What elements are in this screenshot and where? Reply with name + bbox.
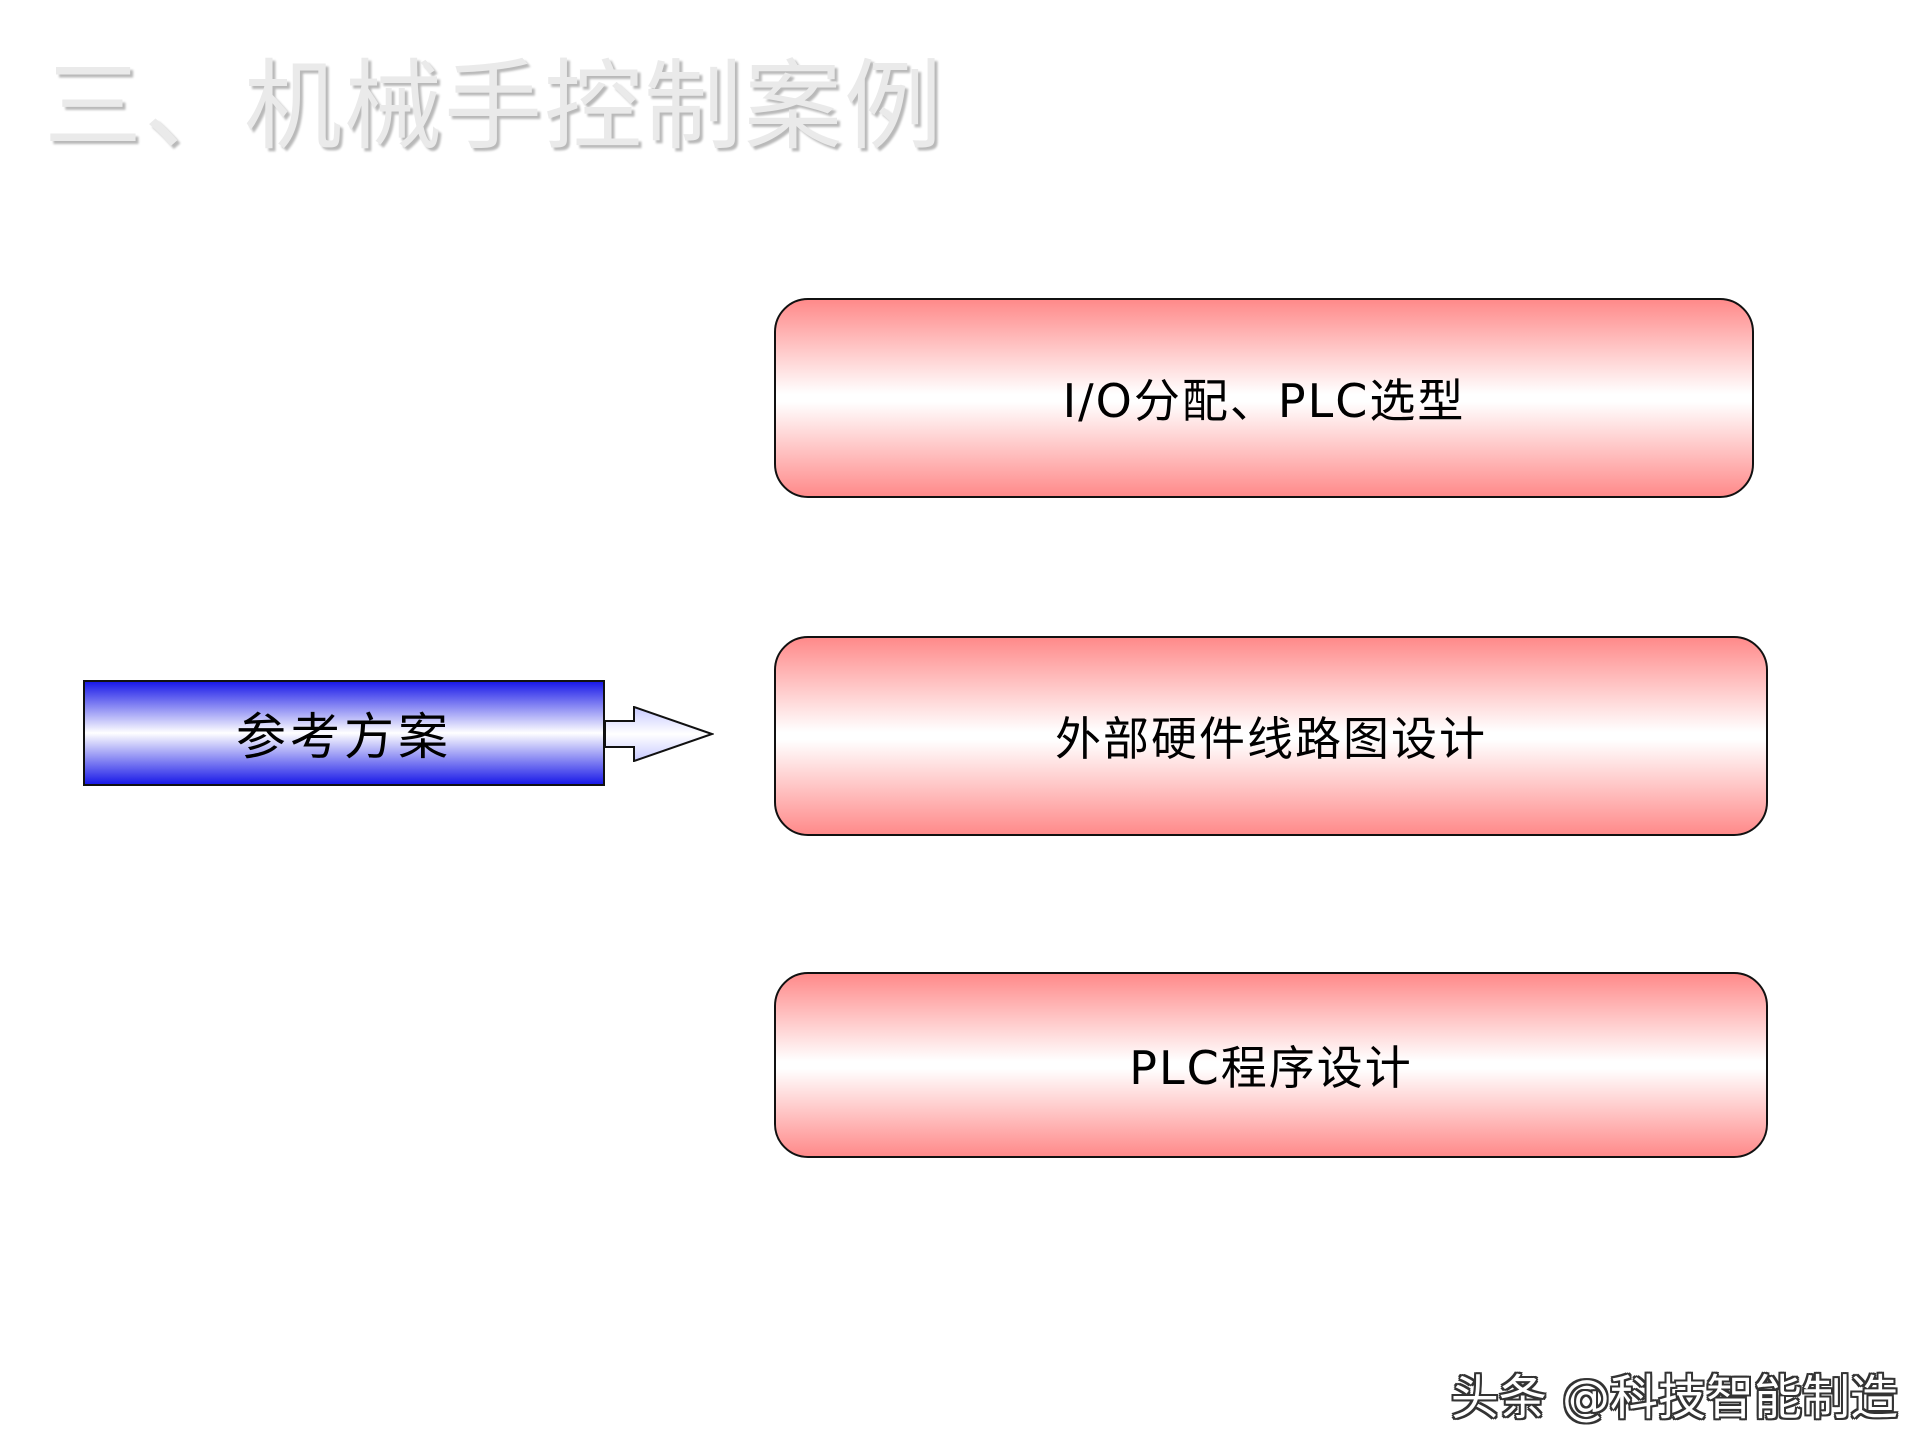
- step-hardware-wiring-design: 外部硬件线路图设计: [774, 636, 1768, 836]
- reference-plan-box: 参考方案: [83, 680, 605, 786]
- watermark: 头条 @科技智能制造: [1450, 1370, 1898, 1426]
- slide-title: 三、机械手控制案例: [44, 50, 945, 164]
- right-arrow-icon: [604, 706, 714, 762]
- step-plc-program-design: PLC程序设计: [774, 972, 1768, 1158]
- step-io-plc-selection: I/O分配、PLC选型: [774, 298, 1754, 498]
